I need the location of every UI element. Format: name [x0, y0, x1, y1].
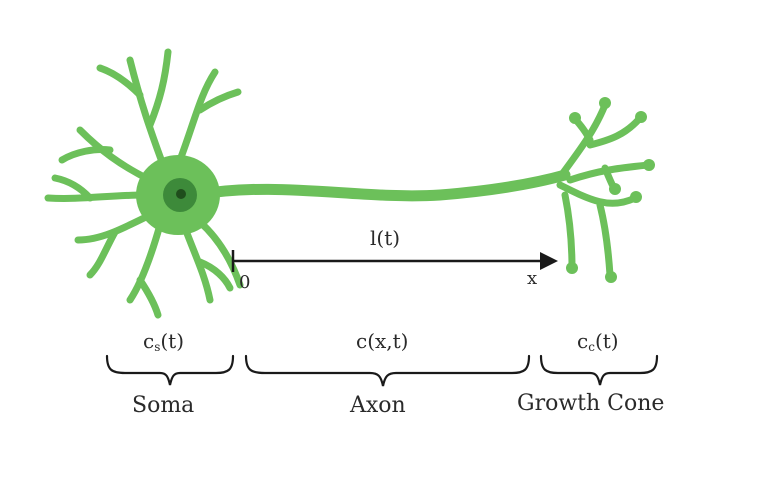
axis-origin-label: 0	[239, 272, 250, 293]
arrow-head	[540, 252, 558, 270]
axis-end-label: x	[527, 268, 537, 289]
axon-brace	[244, 354, 531, 387]
soma-dendrites	[44, 48, 244, 319]
axon-concentration: c(x,t)	[356, 329, 408, 353]
length-label: l(t)	[370, 226, 400, 250]
growth-cone-label: Growth Cone	[517, 391, 664, 416]
soma-label: Soma	[132, 393, 194, 418]
soma-concentration: cs(t)	[143, 329, 184, 354]
nucleolus	[176, 189, 186, 199]
growth-cone-brace	[539, 354, 659, 386]
axon-label: Axon	[349, 393, 406, 418]
growth-cone-branches	[556, 101, 652, 279]
growth-cone-tips	[566, 97, 655, 283]
soma-brace	[105, 354, 235, 386]
braces	[105, 354, 659, 387]
axon	[189, 169, 571, 202]
length-arrow	[231, 250, 545, 272]
neuron	[44, 48, 652, 319]
growth-cone-concentration: cc(t)	[577, 329, 619, 354]
